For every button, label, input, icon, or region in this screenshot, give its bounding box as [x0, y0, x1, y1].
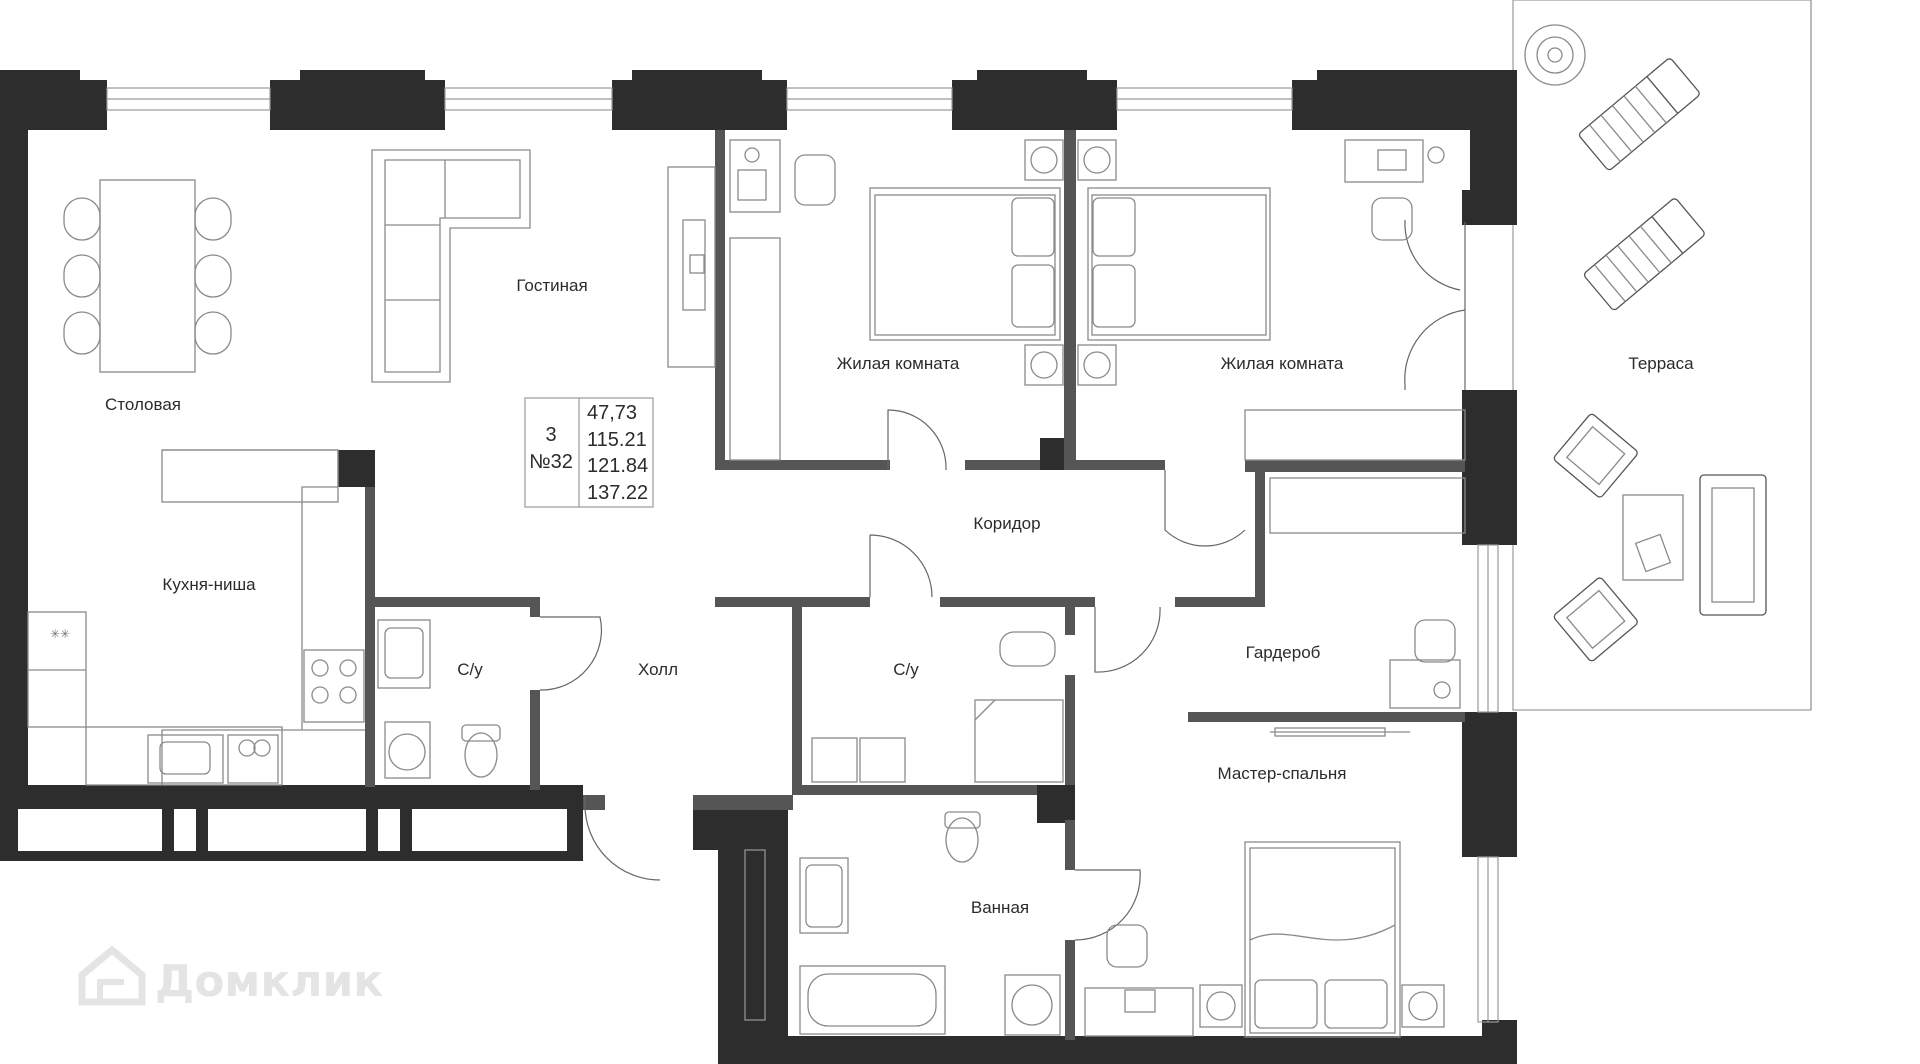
area-value-1: 47,73	[587, 402, 637, 424]
room-label-wc-2: С/у	[893, 660, 919, 679]
interior-walls	[338, 130, 1465, 1040]
room-label-terrace: Терраса	[1628, 354, 1694, 373]
armchair-icon	[1553, 413, 1767, 662]
exterior-walls	[0, 70, 1517, 1064]
wardrobe-furniture	[1269, 477, 1466, 709]
rooms-count: 3	[545, 424, 556, 446]
flower-plant-icon	[1524, 24, 1586, 86]
watermark: Домклик	[78, 945, 383, 1007]
wc-2-fixtures	[811, 631, 1064, 783]
wc-1-fixtures	[377, 619, 501, 779]
bathroom-fixtures	[799, 811, 1061, 1036]
kitchen-unit: ✳✳	[27, 449, 365, 786]
master-bedroom-furniture	[1084, 727, 1445, 1038]
bedroom-1-furniture	[729, 139, 1064, 461]
corner-sofa	[371, 149, 531, 383]
dining-table-set	[63, 179, 232, 373]
terrace-furniture	[1524, 24, 1767, 662]
area-value-3: 121.84	[587, 455, 648, 477]
room-label-bathroom: Ванная	[971, 898, 1029, 917]
area-value-2: 115.21	[587, 429, 647, 451]
bedroom-2-furniture	[1077, 139, 1466, 461]
svg-text:✳✳: ✳✳	[50, 627, 70, 641]
room-label-hall: Холл	[638, 660, 678, 679]
watermark-text: Домклик	[155, 956, 383, 1007]
room-label-kitchen: Кухня-ниша	[162, 575, 256, 594]
room-label-living: Гостиная	[516, 276, 587, 295]
room-label-corridor: Коридор	[973, 514, 1040, 533]
room-label-bedroom-2: Жилая комната	[1221, 354, 1344, 373]
room-label-wardrobe: Гардероб	[1246, 643, 1321, 662]
room-label-bedroom-1: Жилая комната	[837, 354, 960, 373]
area-value-4: 137.22	[587, 482, 648, 504]
doors	[539, 219, 1466, 941]
sun-lounger-icon	[1578, 58, 1705, 311]
room-labels: Столовая Гостиная Жилая комната Жилая ко…	[105, 276, 1694, 917]
room-label-dining: Столовая	[105, 395, 181, 414]
tv-console	[667, 166, 716, 368]
apartment-number: №32	[529, 451, 573, 473]
room-label-wc-1: С/у	[457, 660, 483, 679]
room-label-master-bedroom: Мастер-спальня	[1217, 764, 1346, 783]
terrace-area	[1512, 0, 1812, 711]
apartment-info-box: 3 №32 47,73 115.21 121.84 137.22	[524, 397, 654, 508]
house-logo-icon	[78, 945, 146, 1006]
